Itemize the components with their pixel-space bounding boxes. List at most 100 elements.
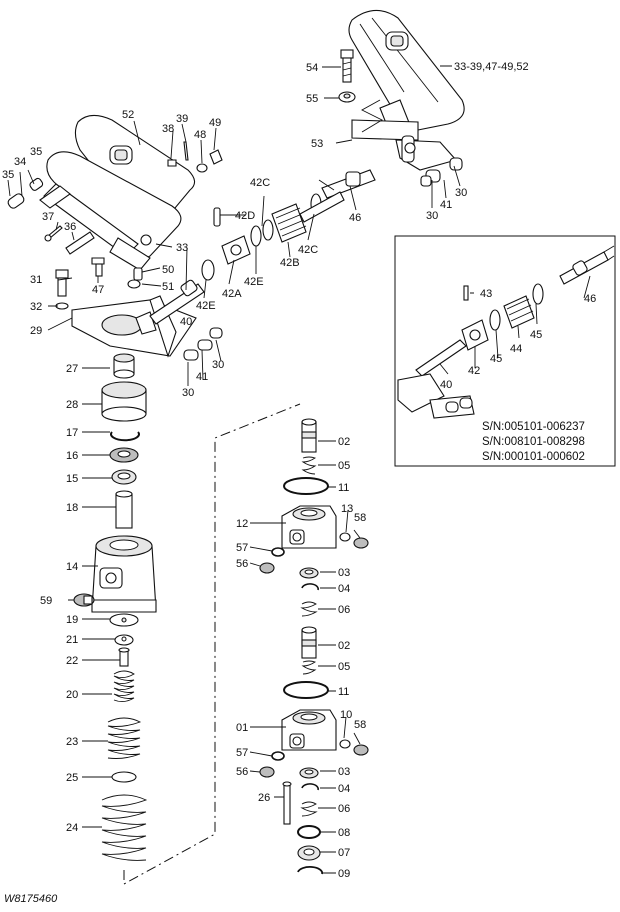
callout: 43 <box>480 288 492 300</box>
callout: 54 <box>306 62 318 74</box>
callout: 33 <box>176 242 188 254</box>
serial-number: S/N:005101-006237 <box>482 421 585 433</box>
drawing-number: W8175460 <box>4 893 58 905</box>
callout: 52 <box>122 109 134 121</box>
callout: 58 <box>354 719 366 731</box>
pin-36 <box>65 231 95 255</box>
rod-40 <box>149 279 205 325</box>
callout: 58 <box>354 512 366 524</box>
callout: 41 <box>440 199 452 211</box>
spring-20 <box>113 670 135 703</box>
center-valve-stack-upper <box>259 418 369 617</box>
callout: 08 <box>338 827 350 839</box>
callout: 42E <box>244 276 264 288</box>
callout: 50 <box>162 264 174 276</box>
callout: 35 <box>30 146 42 158</box>
leader-lines <box>7 65 591 874</box>
callout: 15 <box>66 473 78 485</box>
nut-51 <box>127 279 141 289</box>
callout: 01 <box>236 722 248 734</box>
callout: 57 <box>236 747 248 759</box>
callout: 33-39,47-49,52 <box>454 61 529 73</box>
callout: 53 <box>311 138 323 150</box>
callout: 40 <box>180 316 192 328</box>
callout: 23 <box>66 736 78 748</box>
callout: 10 <box>340 709 352 721</box>
callout: 06 <box>338 604 350 616</box>
callout: 29 <box>30 325 42 337</box>
callout: 56 <box>236 766 248 778</box>
callout: 45 <box>530 329 542 341</box>
callout: 16 <box>66 450 78 462</box>
callout: 57 <box>236 542 248 554</box>
callout: 13 <box>341 503 353 515</box>
callout: 38 <box>162 123 174 135</box>
serial-inset <box>394 235 616 467</box>
left-valve-stack <box>73 353 157 861</box>
serial-number: S/N:000101-000602 <box>482 451 585 463</box>
callout: 42B <box>280 257 300 269</box>
callout: 14 <box>66 561 78 573</box>
callout: 05 <box>338 661 350 673</box>
callout: 49 <box>209 117 221 129</box>
callout: 19 <box>66 614 78 626</box>
callout-labels: 54 55 33-39,47-49,52 53 52 39 38 48 49 3… <box>2 61 596 880</box>
assembly-connection-line <box>123 403 301 885</box>
callout: 59 <box>40 595 52 607</box>
callout: 07 <box>338 847 350 859</box>
serial-number-list: S/N:005101-006237 S/N:008101-008298 S/N:… <box>482 421 585 463</box>
callout: 24 <box>66 822 78 834</box>
callout: 25 <box>66 772 78 784</box>
callout: 56 <box>236 558 248 570</box>
callout: 21 <box>66 634 78 646</box>
callout: 32 <box>30 301 42 313</box>
callout: 11 <box>338 686 349 698</box>
callout: 48 <box>194 129 206 141</box>
callout: 02 <box>338 640 350 652</box>
callout: 42D <box>235 210 255 222</box>
callout: 18 <box>66 502 78 514</box>
callout: 11 <box>338 482 349 494</box>
callout: 12 <box>236 518 248 530</box>
screw-50 <box>133 267 143 281</box>
callout: 30 <box>182 387 194 399</box>
callout: 42C <box>298 244 318 256</box>
pin-37 <box>44 225 63 242</box>
callout: 34 <box>14 156 26 168</box>
callout: 31 <box>30 274 42 286</box>
callout: 42 <box>468 365 480 377</box>
bolt-54 <box>340 49 354 83</box>
callout: 39 <box>176 113 188 125</box>
callout: 09 <box>338 868 350 880</box>
serial-number: S/N:008101-008298 <box>482 436 585 448</box>
spring-23 <box>107 717 142 759</box>
callout: 02 <box>338 436 350 448</box>
bushings-30-41 <box>183 327 223 361</box>
callout: 35 <box>2 169 14 181</box>
left-pedal-assembly <box>39 114 196 271</box>
callout: 27 <box>66 363 78 375</box>
bolt-31 <box>55 269 69 297</box>
spring-24 <box>101 794 148 861</box>
nut-55 <box>338 91 356 103</box>
callout: 40 <box>440 379 452 391</box>
callout: 41 <box>196 371 208 383</box>
callout: 30 <box>455 187 467 199</box>
callout: 42E <box>196 300 216 312</box>
callout: 46 <box>584 293 596 305</box>
center-valve-stack-lower <box>259 626 369 875</box>
callout: 22 <box>66 655 78 667</box>
parts-38-39-48-49 <box>167 141 223 173</box>
callout: 55 <box>306 93 318 105</box>
callout: 04 <box>338 583 350 595</box>
pins-34-35 <box>7 177 44 209</box>
callout: 03 <box>338 567 350 579</box>
callout: 28 <box>66 399 78 411</box>
callout: 03 <box>338 766 350 778</box>
bolt-47 <box>91 257 105 277</box>
callout: 42A <box>222 288 242 300</box>
callout: 42C <box>250 177 270 189</box>
callout: 44 <box>510 343 522 355</box>
